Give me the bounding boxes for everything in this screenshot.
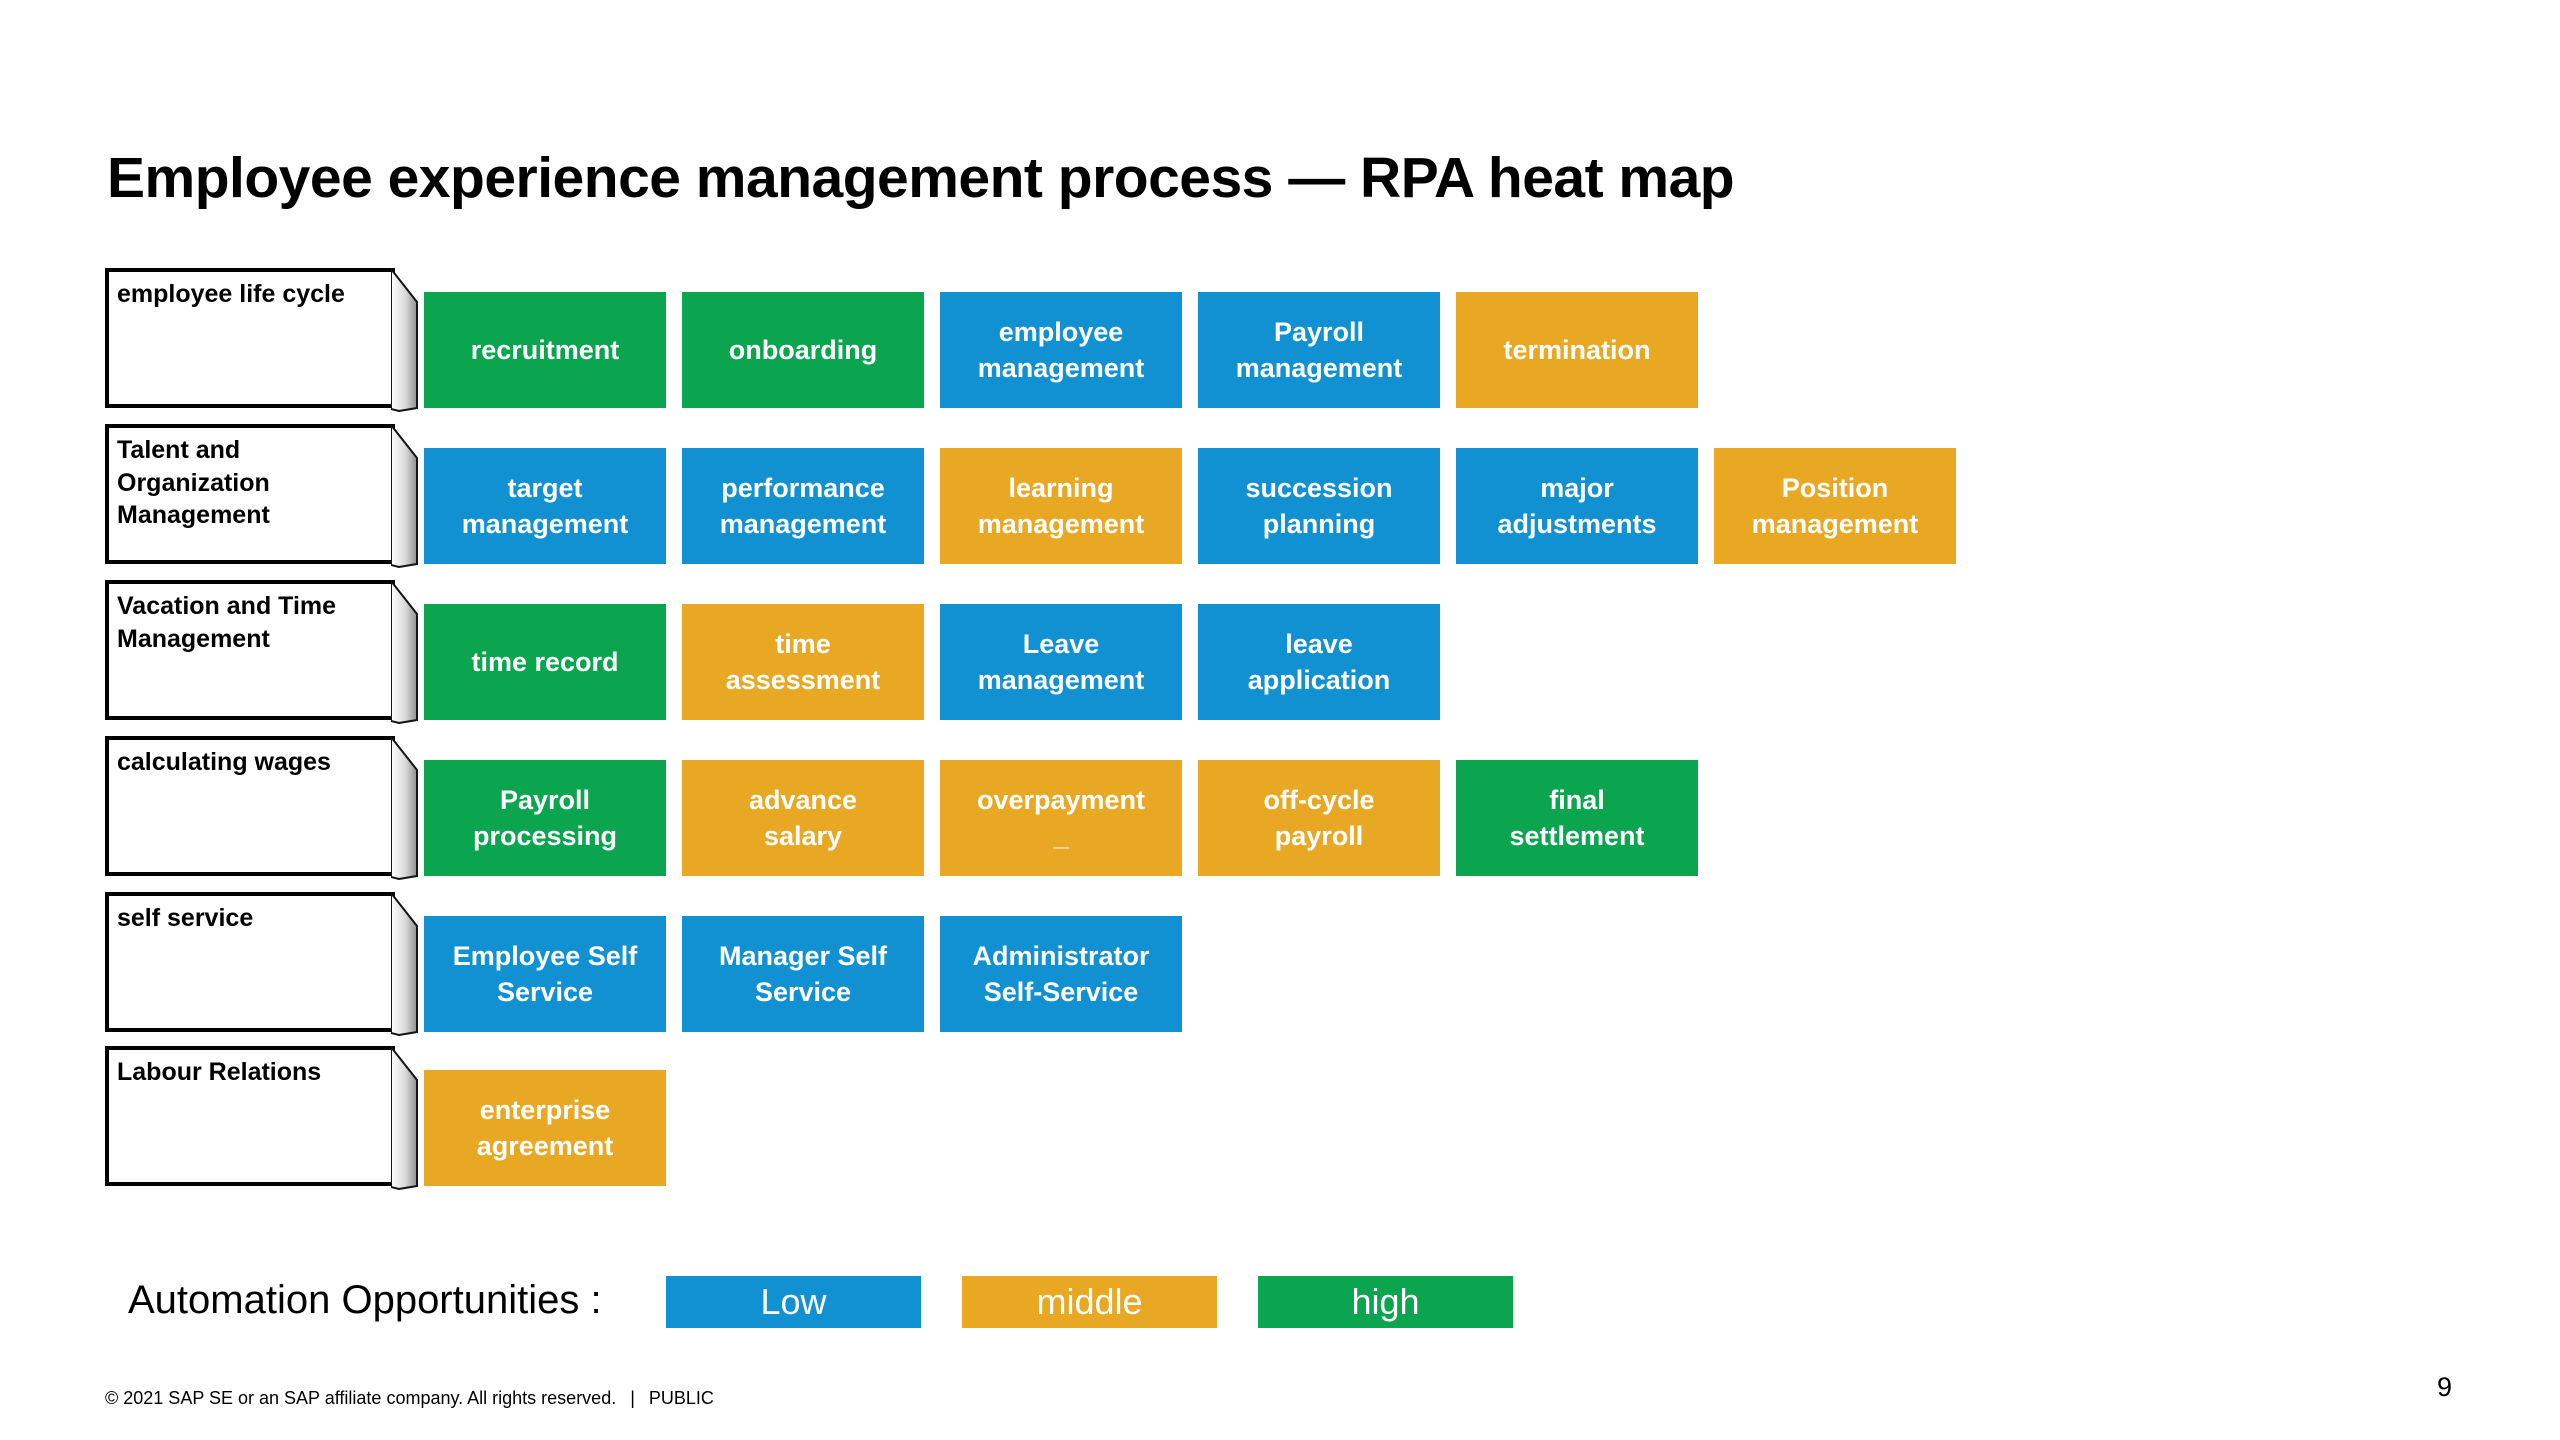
cell-position-management: Position management: [1714, 448, 1956, 564]
cell-overpayment: overpayment _: [940, 760, 1182, 876]
legend-swatch-low: Low: [666, 1276, 921, 1328]
row-label-calculating-wages: calculating wages: [105, 736, 418, 880]
cell-text: recruitment: [470, 334, 620, 365]
heatmap-row-self-service: self service Employee Self Service Manag…: [0, 892, 2560, 1036]
legend-title: Automation Opportunities :: [128, 1278, 602, 1322]
row-cells: recruitment onboarding employee manageme…: [424, 292, 1698, 408]
cell-leave-management: Leave management: [940, 604, 1182, 720]
row-label-text: calculating wages: [117, 748, 331, 776]
cell-recruitment: recruitment: [424, 292, 666, 408]
row-label-employee-life-cycle: employee life cycle: [105, 268, 418, 412]
page-fold-icon: [391, 892, 418, 1036]
cell-text: advance salary: [748, 784, 858, 851]
legend-label: Low: [760, 1281, 827, 1322]
cell-text: termination: [1503, 334, 1651, 365]
legend-swatch-middle: middle: [962, 1276, 1217, 1328]
row-cells: target management performance management…: [424, 448, 1956, 564]
row-label-text: Vacation and Time Management: [117, 592, 337, 653]
cell-text: employee management: [977, 316, 1145, 383]
row-label-vacation-time: Vacation and Time Management: [105, 580, 418, 724]
cell-text: time record: [471, 646, 619, 677]
page-number: 9: [2437, 1372, 2453, 1402]
heatmap-row-vacation-time: Vacation and Time Management time record…: [0, 580, 2560, 724]
cell-text: Payroll management: [1235, 316, 1403, 383]
cell-text: Position management: [1751, 472, 1919, 539]
cell-payroll-management: Payroll management: [1198, 292, 1440, 408]
cell-administrator-self-service: Administrator Self-Service: [940, 916, 1182, 1032]
row-label-text: Talent and Organization Management: [117, 436, 270, 529]
footer: © 2021 SAP SE or an SAP affiliate compan…: [105, 1388, 714, 1409]
heatmap-row-labour-relations: Labour Relations enterprise agreement: [0, 1046, 2560, 1190]
heatmap-row-calculating-wages: calculating wages Payroll processing adv…: [0, 736, 2560, 880]
cell-text: onboarding: [728, 334, 878, 365]
page-fold-icon: [391, 424, 418, 568]
cell-text: Leave management: [977, 628, 1145, 695]
page-fold-icon: [391, 268, 418, 412]
cell-performance-management: performance management: [682, 448, 924, 564]
cell-succession-planning: succession planning: [1198, 448, 1440, 564]
cell-final-settlement: final settlement: [1456, 760, 1698, 876]
cell-text: enterprise agreement: [476, 1094, 614, 1161]
cell-text: leave application: [1247, 628, 1391, 695]
cell-target-management: target management: [424, 448, 666, 564]
cell-advance-salary: advance salary: [682, 760, 924, 876]
footer-separator: |: [630, 1388, 635, 1408]
cell-text: off-cycle payroll: [1263, 784, 1375, 851]
cell-text: learning management: [977, 472, 1145, 539]
heatmap-row-employee-life-cycle: employee life cycle recruitment onboardi…: [0, 268, 2560, 412]
cell-major-adjustments: major adjustments: [1456, 448, 1698, 564]
row-cells: Employee Self Service Manager Self Servi…: [424, 916, 1182, 1032]
cell-employee-self-service: Employee Self Service: [424, 916, 666, 1032]
cell-text: performance management: [719, 472, 887, 539]
cell-text: Administrator Self-Service: [972, 940, 1150, 1007]
cell-time-record: time record: [424, 604, 666, 720]
legend-label: middle: [1036, 1281, 1143, 1322]
page-fold-icon: [391, 580, 418, 724]
cell-enterprise-agreement: enterprise agreement: [424, 1070, 666, 1186]
row-label-text: Labour Relations: [117, 1058, 322, 1086]
cell-text: Manager Self Service: [718, 940, 888, 1007]
row-cells: time record time assessment Leave manage…: [424, 604, 1440, 720]
legend-label: high: [1351, 1281, 1420, 1322]
cell-text: succession planning: [1245, 472, 1393, 539]
cell-onboarding: onboarding: [682, 292, 924, 408]
row-label-talent-organization: Talent and Organization Management: [105, 424, 418, 568]
page-fold-icon: [391, 736, 418, 880]
cell-text: Employee Self Service: [452, 940, 638, 1007]
heatmap-row-talent-organization: Talent and Organization Management targe…: [0, 424, 2560, 568]
legend-swatch-high: high: [1258, 1276, 1513, 1328]
cell-text: target management: [461, 472, 629, 539]
cell-off-cycle-payroll: off-cycle payroll: [1198, 760, 1440, 876]
cell-manager-self-service: Manager Self Service: [682, 916, 924, 1032]
classification-label: PUBLIC: [648, 1388, 714, 1408]
cell-text: final settlement: [1509, 784, 1645, 851]
cell-text: overpayment _: [976, 784, 1146, 851]
page-fold-icon: [391, 1046, 418, 1190]
cell-text: Payroll processing: [472, 784, 618, 851]
row-cells: enterprise agreement: [424, 1070, 666, 1186]
cell-termination: termination: [1456, 292, 1698, 408]
cell-text: time assessment: [725, 628, 881, 695]
legend: Automation Opportunities : Low middle hi…: [0, 1272, 2560, 1332]
cell-text: major adjustments: [1497, 472, 1657, 539]
page-title: Employee experience management process —…: [107, 146, 1735, 211]
cell-learning-management: learning management: [940, 448, 1182, 564]
copyright-text: © 2021 SAP SE or an SAP affiliate compan…: [105, 1388, 617, 1408]
row-label-self-service: self service: [105, 892, 418, 1036]
cell-payroll-processing: Payroll processing: [424, 760, 666, 876]
row-label-text: employee life cycle: [117, 280, 345, 308]
cell-time-assessment: time assessment: [682, 604, 924, 720]
cell-employee-management: employee management: [940, 292, 1182, 408]
row-label-text: self service: [117, 904, 254, 932]
row-label-labour-relations: Labour Relations: [105, 1046, 418, 1190]
row-cells: Payroll processing advance salary overpa…: [424, 760, 1698, 876]
cell-leave-application: leave application: [1198, 604, 1440, 720]
